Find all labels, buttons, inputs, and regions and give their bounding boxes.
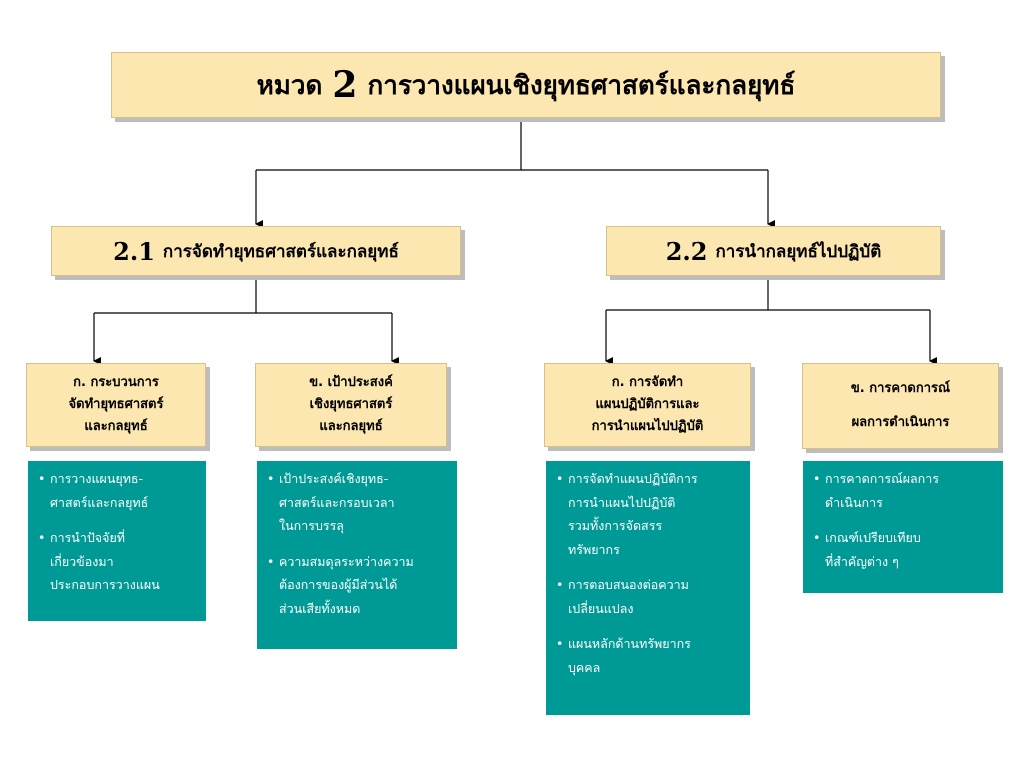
detail-panel-action-plan: • การจัดทำแผนปฏิบัติการ การนำแผนไปปฏิบัติ… (546, 461, 750, 715)
leaf-line: ผลการดำเนินการ (851, 415, 950, 430)
section-2-1-box: 2.1 การจัดทำยุทธศาสตร์และกลยุทธ์ (51, 226, 461, 276)
leaf-line: จัดทำยุทธศาสตร์ (68, 397, 164, 412)
leaf-box-performance-projection: ข. การคาดการณ์ ผลการดำเนินการ (802, 363, 999, 449)
bullet-text: แผนหลักด้านทรัพยากร บุคคล (568, 636, 691, 675)
bullet-text: การคาดการณ์ผลการ ดำเนินการ (825, 471, 939, 510)
bullet-text: ความสมดุลระหว่างความ ต้องการของผู้มีส่วน… (279, 553, 414, 616)
detail-panel-performance-projection: • การคาดการณ์ผลการ ดำเนินการ • เกณฑ์เปรียบ… (803, 461, 1003, 593)
leaf-box-action-plan: ก. การจัดทำ แผนปฏิบัติการและ การนำแผนไปป… (544, 363, 751, 447)
leaf-line: ก. กระบวนการ (73, 375, 159, 390)
chapter-title-box: หมวด 2 การวางแผนเชิงยุทธศาสตร์และกลยุทธ์ (111, 52, 941, 118)
bullet-dot: • (267, 553, 275, 569)
leaf-line: การนำแผนไปปฏิบัติ (591, 419, 704, 434)
bullet-item: • การวางแผนยุทธ- ศาสตร์และกลยุทธ์ (38, 467, 200, 514)
bullet-item: • แผนหลักด้านทรัพยากร บุคคล (556, 632, 744, 679)
leaf-box-strategy-process: ก. กระบวนการ จัดทำยุทธศาสตร์ และกลยุทธ์ (26, 363, 206, 447)
section-label: การจัดทำยุทธศาสตร์และกลยุทธ์ (162, 241, 399, 262)
chapter-title-text: การวางแผนเชิงยุทธศาสตร์และกลยุทธ์ (367, 70, 796, 101)
bullet-dot: • (556, 636, 564, 651)
bullet-item: • การจัดทำแผนปฏิบัติการ การนำแผนไปปฏิบัติ… (556, 467, 744, 561)
bullet-text: การนำปัจจัยที่ เกี่ยวข้องมา ประกอบการวาง… (50, 530, 160, 592)
leaf-line: แผนปฏิบัติการและ (595, 397, 700, 412)
leaf-line: และกลยุทธ์ (319, 419, 383, 434)
bullet-item: • การตอบสนองต่อความ เปลี่ยนแปลง (556, 573, 744, 620)
section-2-2-box: 2.2 การนำกลยุทธ์ไปปฏิบัติ (606, 226, 941, 276)
bullet-item: •ความสมดุลระหว่างความ ต้องการของผู้มีส่ว… (267, 550, 451, 621)
leaf-box-strategic-objectives: ข. เป้าประสงค์ เชิงยุทธศาสตร์ และกลยุทธ์ (255, 363, 447, 447)
leaf-line: และกลยุทธ์ (84, 419, 148, 434)
leaf-line: ก. การจัดทำ (611, 375, 684, 390)
detail-panel-strategic-objectives: • เป้าประสงค์เชิงยุทธ- ศาสตร์และกรอบเวลา … (257, 461, 457, 649)
leaf-line: ข. เป้าประสงค์ (309, 375, 393, 390)
section-number: 2.2 (665, 236, 708, 266)
detail-panel-strategy-process: • การวางแผนยุทธ- ศาสตร์และกลยุทธ์ • การนำป… (28, 461, 206, 621)
bullet-dot: • (556, 471, 564, 486)
bullet-dot: • (267, 471, 275, 486)
bullet-item: • เกณฑ์เปรียบเทียบ ที่สำคัญต่าง ๆ (813, 526, 997, 573)
bullet-text: เกณฑ์เปรียบเทียบ ที่สำคัญต่าง ๆ (825, 530, 921, 569)
bullet-text: การจัดทำแผนปฏิบัติการ การนำแผนไปปฏิบัติ … (568, 471, 698, 557)
chapter-prefix: หมวด (256, 70, 323, 101)
bullet-item: • เป้าประสงค์เชิงยุทธ- ศาสตร์และกรอบเวลา … (267, 467, 451, 538)
leaf-line: เชิงยุทธศาสตร์ (309, 397, 393, 412)
bullet-text: การตอบสนองต่อความ เปลี่ยนแปลง (568, 577, 689, 616)
bullet-dot: • (38, 471, 46, 486)
chapter-number: 2 (332, 64, 358, 106)
section-label: การนำกลยุทธ์ไปปฏิบัติ (715, 241, 882, 262)
bullet-dot: • (813, 471, 821, 486)
bullet-text: เป้าประสงค์เชิงยุทธ- ศาสตร์และกรอบเวลา ใ… (279, 471, 395, 533)
bullet-text: การวางแผนยุทธ- ศาสตร์และกลยุทธ์ (50, 471, 149, 510)
bullet-dot: • (556, 577, 564, 592)
bullet-dot: • (813, 530, 821, 545)
bullet-item: • การนำปัจจัยที่ เกี่ยวข้องมา ประกอบการวา… (38, 526, 200, 597)
bullet-dot: • (38, 530, 46, 545)
section-number: 2.1 (113, 236, 155, 266)
leaf-line: ข. การคาดการณ์ (850, 381, 951, 396)
bullet-item: • การคาดการณ์ผลการ ดำเนินการ (813, 467, 997, 514)
